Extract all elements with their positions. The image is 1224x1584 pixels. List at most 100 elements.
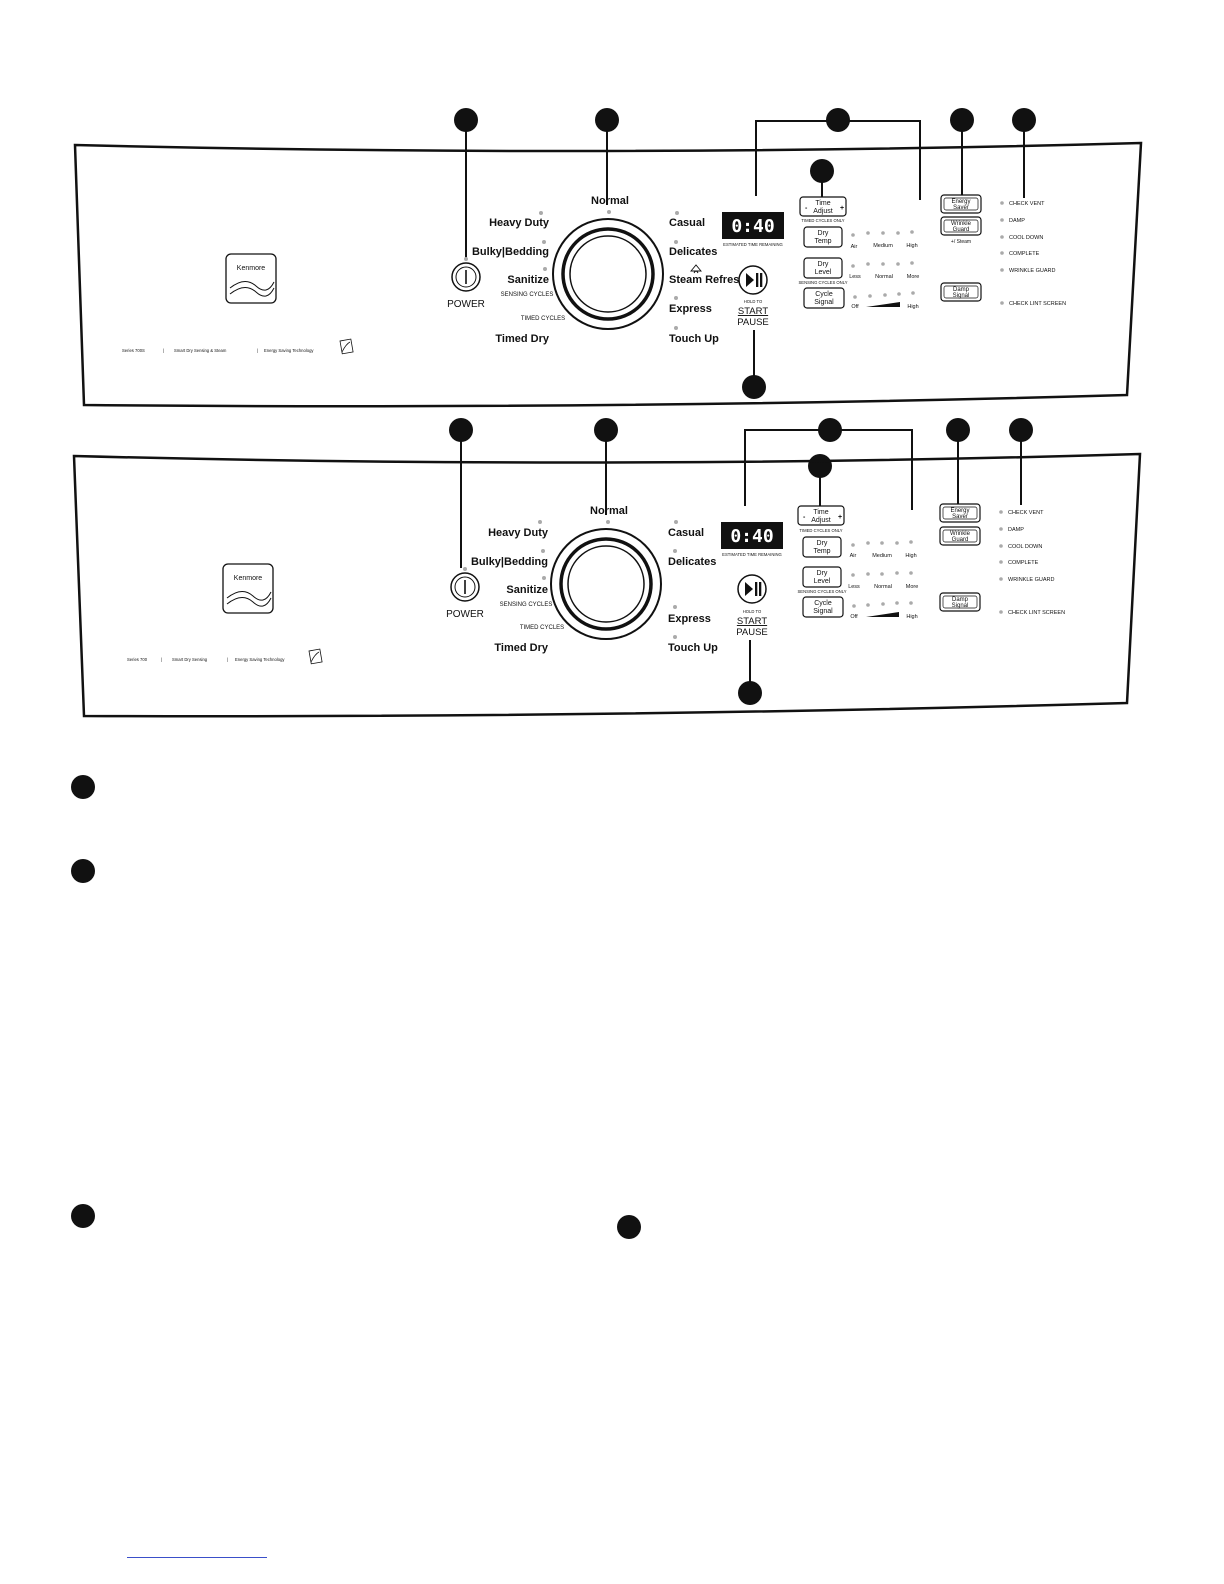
- cycle-knob[interactable]: [552, 218, 664, 330]
- svg-text:DAMP: DAMP: [1009, 218, 1025, 224]
- svg-text:Dry: Dry: [817, 540, 828, 547]
- svg-text:High: High: [906, 243, 917, 249]
- dry-temp-button[interactable]: Dry Temp: [803, 226, 843, 248]
- svg-text:Medium: Medium: [873, 243, 893, 249]
- svg-text:CHECK LINT SCREEN: CHECK LINT SCREEN: [1009, 301, 1066, 307]
- svg-text:PAUSE: PAUSE: [737, 317, 769, 328]
- svg-text:Energy Saving Technology: Energy Saving Technology: [235, 657, 285, 662]
- svg-text:SENSING CYCLES ONLY: SENSING CYCLES ONLY: [798, 280, 847, 285]
- control-panel-series-700s: Kenmore Series 700S | Smart Dry Sensing …: [73, 108, 1143, 408]
- cycle-signal-button[interactable]: Cycle Signal: [803, 287, 845, 309]
- svg-text:Guard: Guard: [952, 537, 969, 543]
- svg-text:Medium: Medium: [872, 553, 892, 559]
- svg-text:Energy: Energy: [950, 508, 969, 514]
- svg-text:High: High: [906, 614, 917, 620]
- dry-level-button[interactable]: Dry Level: [803, 257, 843, 279]
- energy-saver-button[interactable]: Energy Saver: [940, 194, 982, 214]
- svg-text:Sanitize: Sanitize: [506, 584, 548, 596]
- control-panel-series-700: Kenmore Series 700 | Smart Dry Sensing |…: [72, 418, 1142, 718]
- svg-text:TIMED CYCLES: TIMED CYCLES: [521, 316, 565, 322]
- svg-text:Heavy Duty: Heavy Duty: [488, 527, 549, 539]
- svg-text:COMPLETE: COMPLETE: [1008, 560, 1039, 566]
- leaf-icon: [339, 338, 354, 355]
- svg-text:CHECK VENT: CHECK VENT: [1008, 510, 1044, 516]
- svg-text:Express: Express: [669, 303, 712, 315]
- callout-5: [1012, 108, 1036, 132]
- svg-text:Adjust: Adjust: [811, 517, 831, 524]
- time-display: 0:40: [721, 522, 783, 549]
- cycle-signal-button[interactable]: Cycle Signal: [802, 596, 844, 618]
- callout-4: [946, 418, 970, 442]
- svg-text:Energy: Energy: [951, 199, 970, 205]
- svg-text:HOLD TO: HOLD TO: [743, 609, 762, 614]
- svg-text:Normal: Normal: [874, 584, 892, 590]
- energy-saver-button[interactable]: Energy Saver: [939, 503, 981, 523]
- svg-text:|: |: [163, 348, 164, 353]
- svg-text:Dry: Dry: [817, 570, 828, 577]
- svg-text:+: +: [838, 514, 842, 521]
- power-button[interactable]: [451, 262, 481, 292]
- wrinkle-guard-button[interactable]: Wrinkle Guard: [939, 526, 981, 546]
- callout-7: [742, 375, 766, 399]
- damp-signal-button[interactable]: Damp Signal: [939, 592, 981, 612]
- svg-text:|: |: [161, 657, 162, 662]
- footer-link-underline[interactable]: [127, 1557, 267, 1558]
- svg-text:Wrinkle: Wrinkle: [950, 531, 971, 537]
- svg-text:0:40: 0:40: [731, 216, 774, 237]
- svg-text:+/ Steam: +/ Steam: [951, 239, 971, 245]
- time-display: 0:40: [722, 212, 784, 239]
- svg-text:Saver: Saver: [953, 205, 969, 211]
- dry-temp-button[interactable]: Dry Temp: [802, 536, 842, 558]
- svg-text:Signal: Signal: [952, 603, 969, 609]
- svg-text:Damp: Damp: [952, 597, 969, 603]
- svg-text:CHECK LINT SCREEN: CHECK LINT SCREEN: [1008, 610, 1065, 616]
- time-adjust-button[interactable]: - Time Adjust +: [797, 505, 845, 526]
- steam-icon: [690, 264, 702, 274]
- svg-text:Time: Time: [813, 509, 828, 516]
- svg-text:Level: Level: [815, 269, 832, 276]
- callout-1: [454, 108, 478, 132]
- power-button[interactable]: [450, 572, 480, 602]
- section-marker-1: [71, 775, 95, 799]
- svg-text:Steam Refresh: Steam Refresh: [669, 274, 746, 286]
- callout-6: [808, 454, 832, 478]
- svg-text:POWER: POWER: [447, 299, 485, 310]
- callout-3: [826, 108, 850, 132]
- svg-text:Series 700: Series 700: [127, 657, 148, 662]
- svg-text:Air: Air: [851, 244, 858, 250]
- svg-text:COOL DOWN: COOL DOWN: [1008, 544, 1042, 550]
- dry-level-button[interactable]: Dry Level: [802, 566, 842, 588]
- svg-text:Cycle: Cycle: [814, 600, 832, 607]
- start-pause-button[interactable]: [738, 265, 768, 295]
- leaf-icon: [308, 648, 323, 665]
- svg-text:Touch Up: Touch Up: [668, 642, 718, 654]
- svg-text:Series 700S: Series 700S: [122, 348, 145, 353]
- svg-text:HOLD TO: HOLD TO: [744, 299, 763, 304]
- svg-text:START: START: [738, 306, 768, 317]
- svg-text:Temp: Temp: [813, 548, 830, 555]
- svg-text:Dry: Dry: [818, 230, 829, 237]
- svg-text:Wrinkle: Wrinkle: [951, 221, 972, 227]
- svg-text:START: START: [737, 616, 767, 627]
- svg-text:Air: Air: [850, 553, 857, 559]
- svg-text:Timed Dry: Timed Dry: [494, 642, 548, 654]
- damp-signal-button[interactable]: Damp Signal: [940, 282, 982, 302]
- svg-text:Dry: Dry: [818, 261, 829, 268]
- svg-text:ESTIMATED TIME REMAINING: ESTIMATED TIME REMAINING: [722, 552, 782, 557]
- svg-text:Damp: Damp: [953, 287, 970, 293]
- svg-text:Delicates: Delicates: [668, 556, 716, 568]
- svg-text:Less: Less: [849, 274, 861, 280]
- cycle-knob[interactable]: [550, 528, 662, 640]
- svg-text:-: -: [805, 205, 808, 212]
- wrinkle-guard-button[interactable]: Wrinkle Guard: [940, 216, 982, 236]
- svg-text:Cycle: Cycle: [815, 291, 833, 298]
- svg-text:Bulky|Bedding: Bulky|Bedding: [472, 246, 549, 258]
- start-pause-button[interactable]: [737, 574, 767, 604]
- svg-text:Normal: Normal: [591, 195, 629, 207]
- svg-text:Timed Dry: Timed Dry: [495, 333, 549, 345]
- svg-text:Kenmore: Kenmore: [237, 265, 266, 272]
- svg-text:TIMED CYCLES ONLY: TIMED CYCLES ONLY: [801, 218, 844, 223]
- time-adjust-button[interactable]: - Time Adjust +: [799, 196, 847, 217]
- svg-text:+: +: [840, 205, 844, 212]
- svg-text:CHECK VENT: CHECK VENT: [1009, 201, 1045, 207]
